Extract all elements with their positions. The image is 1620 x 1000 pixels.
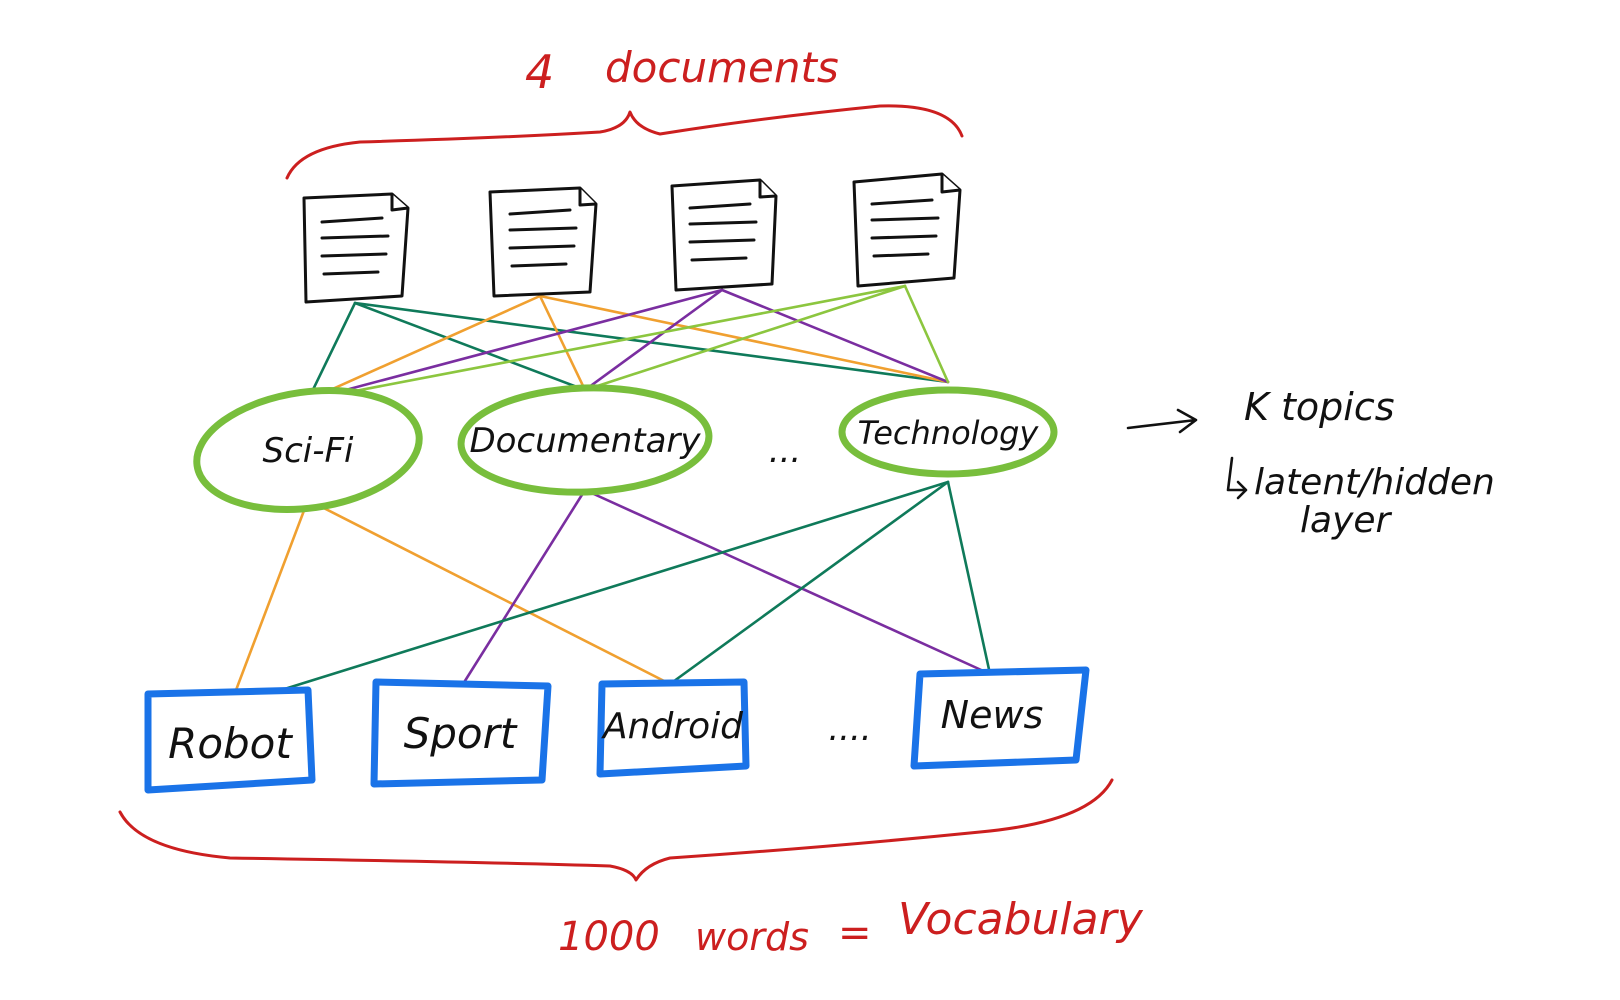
document-text-line: [870, 198, 934, 206]
topic-node-technology: Technology: [838, 386, 1058, 478]
right-arrow-icon: [1126, 408, 1198, 434]
documents-title-label: documents: [605, 43, 839, 92]
word-label: Sport: [404, 709, 518, 758]
word-label: Robot: [168, 719, 293, 768]
word-box: [596, 678, 750, 778]
doc-topic-edge: [538, 294, 587, 392]
topic-node-documentary: Documentary: [457, 384, 713, 496]
document-fold: [578, 188, 597, 207]
document-text-line: [320, 216, 384, 224]
edge-layer: [228, 284, 992, 708]
topic-word-edge: [668, 480, 950, 686]
topic-word-edge: [583, 488, 992, 676]
document-text-line: [320, 234, 390, 240]
topic-word-edge: [456, 488, 587, 694]
latent-hidden-label: latent/hidden: [1254, 462, 1495, 503]
topic-label: Technology: [858, 414, 1040, 452]
documents-brace: [285, 104, 964, 180]
words-ellipsis: ....: [828, 709, 871, 749]
document-text-line: [510, 262, 568, 268]
document-text-line: [870, 216, 940, 222]
doc-topic-edge: [903, 284, 950, 384]
word-box: [910, 666, 1090, 770]
vocab-equals-label: =: [838, 910, 872, 956]
layer-label: layer: [1300, 500, 1393, 541]
topic-label: Sci-Fi: [263, 431, 355, 471]
word-node-android: Android: [596, 678, 750, 778]
topic-word-edge: [306, 498, 672, 686]
topic-word-edge: [228, 480, 950, 708]
vocab-title-label: Vocabulary: [898, 894, 1144, 945]
document-text-line: [688, 202, 752, 210]
doc-topic-edge: [306, 284, 907, 402]
vocabulary-brace: [118, 778, 1114, 882]
doc-topic-edge: [306, 288, 724, 402]
document-node: [852, 172, 962, 288]
documents-count-label: 4: [525, 45, 554, 99]
topic-node-scifi: Sci-Fi: [193, 386, 423, 514]
document-text-line: [508, 244, 576, 250]
vocab-words-label: words: [695, 915, 809, 959]
document-node: [302, 192, 410, 304]
word-node-robot: Robot: [144, 686, 316, 794]
word-label: News: [941, 693, 1044, 737]
document-text-line: [508, 226, 578, 232]
document-text-line: [320, 252, 388, 258]
document-text-line: [688, 238, 756, 244]
word-box: [370, 678, 552, 788]
k-topics-label: K topics: [1244, 385, 1395, 429]
topic-word-edge: [228, 498, 310, 708]
word-label: Android: [601, 706, 744, 747]
document-fold: [390, 194, 409, 212]
document-fold: [758, 180, 777, 199]
topic-outline: [193, 386, 423, 514]
topics-ellipsis: ...: [769, 431, 801, 471]
word-node-news: News: [910, 666, 1090, 770]
vocab-count-label: 1000: [558, 914, 660, 960]
doc-topic-edge: [353, 301, 587, 392]
doc-topic-edge: [583, 288, 724, 392]
document-text-line: [690, 256, 748, 262]
document-text-line: [688, 220, 758, 226]
return-arrow-icon: [1226, 456, 1248, 500]
doc-topic-edge: [583, 284, 907, 392]
word-node-sport: Sport: [370, 678, 552, 788]
document-text-line: [872, 252, 930, 258]
document-node: [670, 178, 778, 292]
topic-label: Documentary: [469, 421, 701, 461]
topic-outline: [457, 384, 713, 496]
doc-topic-edge: [720, 288, 950, 384]
word-box: [144, 686, 316, 794]
document-text-line: [322, 270, 380, 276]
document-text-line: [508, 208, 572, 216]
topic-word-edge: [946, 480, 992, 676]
topic-outline: [838, 386, 1058, 478]
document-node: [488, 186, 598, 298]
document-text-line: [870, 234, 938, 240]
document-fold: [940, 174, 961, 194]
doc-topic-edge: [306, 301, 357, 402]
doc-topic-edge: [306, 294, 542, 402]
